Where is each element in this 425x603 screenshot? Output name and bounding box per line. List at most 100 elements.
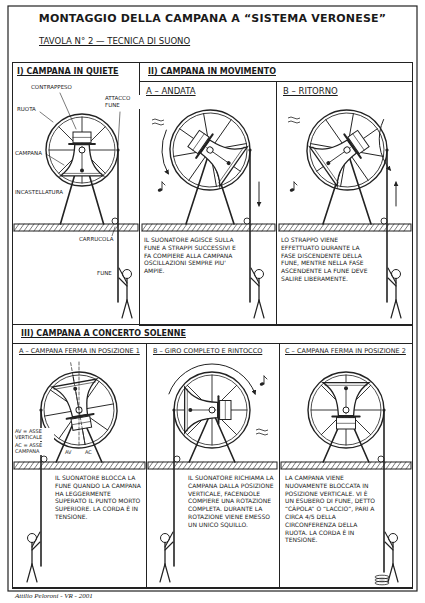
belfry-floor <box>281 462 411 469</box>
bell-wheel <box>209 407 215 413</box>
bell-ringer <box>165 542 173 550</box>
bell-ringer <box>165 532 173 547</box>
bell-ringer <box>119 278 127 286</box>
bell-wheel <box>87 150 115 151</box>
belfry-floor <box>394 224 399 231</box>
sound-note <box>157 182 165 192</box>
part-name: CARRUCOLA <box>78 236 114 243</box>
belfry-floor <box>109 224 114 231</box>
belfry-floor <box>148 462 153 469</box>
belfry-floor <box>232 224 237 231</box>
axis-name: AC <box>84 449 93 455</box>
signature: Attilio Peloroni - VR - 2001 <box>14 592 94 601</box>
belfry-floor <box>64 224 69 231</box>
bell-wheel <box>386 150 387 302</box>
bell-ringer <box>119 268 132 318</box>
belfry-floor <box>168 462 173 469</box>
belfry-floor <box>371 462 376 469</box>
bell-ringer <box>127 300 132 318</box>
belfry-floor <box>301 462 306 469</box>
belfry-floor <box>281 462 411 469</box>
bell-wheel <box>69 143 95 145</box>
belfry-floor <box>319 224 324 231</box>
belfry-floor <box>99 462 104 469</box>
belfry-floor <box>299 224 304 231</box>
belfry-floor <box>34 462 39 469</box>
belfry-floor <box>193 462 198 469</box>
belfry-floor <box>399 224 404 231</box>
belfry-floor <box>142 224 275 231</box>
belfry-floor <box>39 224 44 231</box>
belfry-floor <box>129 224 134 231</box>
sound-waves <box>288 121 300 123</box>
belfry-floor <box>34 224 39 231</box>
belfry-floor <box>94 462 99 469</box>
sound-waves <box>256 433 268 435</box>
belfry-floor <box>324 224 329 231</box>
belfry-floor <box>284 224 289 231</box>
axis-legend: AC = ASSE CAMPANA <box>14 442 54 455</box>
belfry-floor <box>389 224 394 231</box>
belfry-floor <box>213 462 218 469</box>
belfry-floor <box>223 462 228 469</box>
belfry-floor <box>124 224 129 231</box>
sound-note <box>162 182 165 185</box>
bell-wheel <box>308 372 384 448</box>
part-name: CONTRAPPESO <box>30 84 73 91</box>
panel-heading: I) CAMPANA IN QUIETE <box>17 67 135 77</box>
bell-ringer <box>385 542 393 550</box>
step-heading: A – CAMPANA FERMA IN POSIZIONE 1 <box>19 347 141 355</box>
belfry-floor <box>139 462 144 469</box>
belfry-floor <box>339 224 344 231</box>
belfry-floor <box>279 224 411 231</box>
sound-note <box>294 182 297 185</box>
bell-wheel <box>378 456 384 462</box>
step-description: IL SUONATORE BLOCCA LA FUNE QUANDO LA CA… <box>55 474 144 521</box>
step-panel: A – ANDATAIL SUONATORE AGISCE SULLA FUNE… <box>139 81 277 326</box>
bell-wheel <box>46 114 120 302</box>
bell-wheel <box>226 160 232 166</box>
bell-wheel <box>244 218 250 224</box>
belfry-floor <box>233 462 238 469</box>
belfry-floor <box>104 224 109 231</box>
bell-ringer <box>27 532 40 582</box>
belfry-floor <box>69 224 74 231</box>
bell-ringer <box>385 532 393 547</box>
belfry-floor <box>222 224 227 231</box>
belfry-floor <box>79 462 84 469</box>
belfry-floor <box>341 462 346 469</box>
bell-ringer <box>393 564 398 582</box>
bell-wheel <box>386 150 387 302</box>
bell-wheel <box>326 120 344 146</box>
belfry-floor <box>158 462 163 469</box>
bell-wheel <box>79 147 85 153</box>
bell-wheel <box>73 132 91 143</box>
belfry-floor <box>84 224 89 231</box>
bell-wheel <box>154 94 265 302</box>
bell-wheel <box>188 408 192 412</box>
belfry-floor <box>354 224 359 231</box>
belfry-floor <box>69 462 74 469</box>
bell-wheel <box>45 411 75 416</box>
belfry-floor <box>329 224 334 231</box>
belfry-floor <box>344 224 349 231</box>
belfry-floor <box>406 462 411 469</box>
bell-wheel <box>295 98 398 201</box>
panel-heading: III) CAMPANA A CONCERTO SOLENNE <box>21 329 321 339</box>
bell-wheel <box>173 410 174 566</box>
panel: III) CAMPANA A CONCERTO SOLENNE A – CAMPA… <box>12 324 413 589</box>
illustration <box>8 6 417 591</box>
belfry-floor <box>178 462 183 469</box>
belfry-floor <box>208 462 213 469</box>
step-description: IL SUONATORE RICHIAMA LA CAMPANA DALLA P… <box>188 474 277 529</box>
motion-arrow <box>162 130 168 174</box>
bell-wheel <box>62 173 102 174</box>
belfry-floor <box>326 462 331 469</box>
belfry-floor <box>248 462 253 469</box>
belfry-floor <box>331 462 336 469</box>
belfry-floor <box>14 462 19 469</box>
bell-wheel <box>206 146 214 154</box>
bell-wheel <box>337 423 356 424</box>
bell-wheel <box>41 456 47 462</box>
belfry-floor <box>99 224 104 231</box>
